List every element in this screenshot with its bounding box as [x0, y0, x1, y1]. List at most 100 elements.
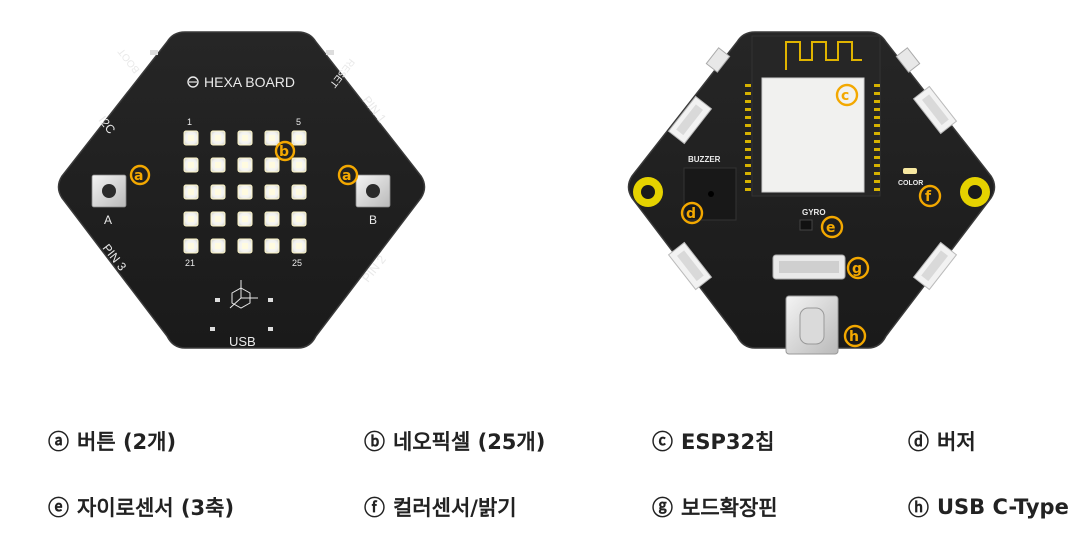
- mount-hole-right: [960, 177, 990, 207]
- small-switch-right[interactable]: [895, 47, 921, 73]
- led-number-1: 1: [187, 117, 192, 127]
- jst-connector-top-right[interactable]: [912, 85, 958, 135]
- svg-text:d: d: [686, 206, 696, 222]
- gyro-label: GYRO: [802, 208, 826, 217]
- neopixel-led-core: [242, 243, 248, 249]
- esp32-pin: [874, 124, 880, 127]
- neopixel-led-core: [296, 189, 302, 195]
- neopixel-led-core: [242, 162, 248, 168]
- neopixel-matrix: [183, 130, 307, 254]
- esp32-pin: [745, 140, 751, 143]
- button-a[interactable]: [91, 174, 127, 208]
- esp32-pin: [874, 188, 880, 191]
- legend-text: 네오픽셀 (25개): [393, 430, 546, 454]
- neopixel-led-core: [269, 243, 275, 249]
- neopixel-led-core: [269, 189, 275, 195]
- legend-badge: ⓑ: [364, 430, 385, 454]
- svg-text:b: b: [279, 144, 289, 160]
- neopixel-led-core: [296, 243, 302, 249]
- esp32-pin: [745, 148, 751, 151]
- esp32-pin: [874, 132, 880, 135]
- marker-f: f: [918, 184, 942, 208]
- neopixel-led-core: [215, 243, 221, 249]
- svg-text:g: g: [852, 261, 862, 277]
- small-switch-left[interactable]: [705, 47, 731, 73]
- jst-connector-bottom-left[interactable]: [667, 241, 713, 291]
- legend-badge: ⓖ: [652, 496, 673, 520]
- svg-text:c: c: [841, 88, 849, 104]
- legend-text: ESP32칩: [681, 430, 775, 454]
- esp32-pin: [874, 156, 880, 159]
- button-b[interactable]: [355, 174, 391, 208]
- marker-c: c: [835, 83, 859, 107]
- reset-switch[interactable]: [326, 50, 334, 55]
- esp32-pin: [874, 148, 880, 151]
- esp32-pin: [745, 180, 751, 183]
- button-b-label: B: [369, 213, 377, 227]
- neopixel-led-core: [188, 189, 194, 195]
- buzzer-label: BUZZER: [688, 155, 721, 164]
- neopixel-led-core: [269, 216, 275, 222]
- esp32-pin: [745, 84, 751, 87]
- jst-connector-bottom-right[interactable]: [912, 241, 958, 291]
- legend-item-esp32: ⓒ ESP32칩: [652, 426, 774, 456]
- boot-switch[interactable]: [150, 50, 158, 55]
- svg-text:e: e: [826, 220, 836, 236]
- legend-item-gyro: ⓔ 자이로센서 (3축): [48, 492, 234, 522]
- neopixel-led-core: [269, 135, 275, 141]
- svg-text:a: a: [134, 168, 143, 184]
- color-sensor: [903, 168, 917, 174]
- marker-b: b: [274, 140, 296, 162]
- svg-text:f: f: [925, 189, 932, 205]
- neopixel-led-core: [188, 243, 194, 249]
- esp32-pin: [745, 164, 751, 167]
- led-number-25: 25: [292, 258, 302, 268]
- legend-badge: ⓗ: [908, 496, 929, 520]
- neopixel-led-core: [188, 162, 194, 168]
- color-label: COLOR: [898, 180, 923, 187]
- legend-item-neopixel: ⓑ 네오픽셀 (25개): [364, 426, 545, 456]
- marker-d: d: [680, 201, 704, 225]
- esp32-pin: [874, 116, 880, 119]
- neopixel-led-core: [215, 162, 221, 168]
- neopixel-led-core: [215, 216, 221, 222]
- esp32-pin: [745, 108, 751, 111]
- legend-badge: ⓔ: [48, 496, 69, 520]
- esp32-pin: [874, 140, 880, 143]
- legend-text: 자이로센서 (3축): [77, 496, 235, 520]
- legend-item-usb-c: ⓗ USB C-Type: [908, 492, 1069, 522]
- hexa-board-logo-icon: [187, 76, 199, 88]
- legend-item-buzzer: ⓓ 버저: [908, 426, 976, 456]
- esp32-pin: [745, 124, 751, 127]
- jst-connector-top-left[interactable]: [667, 95, 713, 145]
- legend-text: 버저: [937, 430, 976, 454]
- back-board: BUZZER GYRO COLOR c d e: [627, 31, 996, 355]
- esp32-pins: [745, 84, 880, 191]
- esp32-pin: [745, 132, 751, 135]
- button-a-label: A: [104, 213, 112, 227]
- legend-badge: ⓒ: [652, 430, 673, 454]
- expansion-pin-header[interactable]: [772, 254, 846, 280]
- esp32-pin: [745, 156, 751, 159]
- neopixel-led-core: [242, 216, 248, 222]
- neopixel-led-core: [188, 135, 194, 141]
- legend-item-buttons: ⓐ 버튼 (2개): [48, 426, 176, 456]
- esp32-pin: [874, 84, 880, 87]
- legend-badge: ⓓ: [908, 430, 929, 454]
- esp32-pin: [745, 188, 751, 191]
- neopixel-led-core: [269, 162, 275, 168]
- esp32-pin: [745, 92, 751, 95]
- marker-e: e: [820, 215, 844, 239]
- legend-badge: ⓐ: [48, 430, 69, 454]
- esp32-pin: [874, 164, 880, 167]
- esp32-pin: [874, 180, 880, 183]
- front-board: HEXA BOARD BOOT RESET I2C PIN 1 PIN 3 PI…: [57, 31, 426, 349]
- led-number-5: 5: [296, 117, 301, 127]
- legend-text: 보드확장핀: [681, 496, 778, 520]
- svg-text:h: h: [849, 329, 859, 345]
- marker-g: g: [846, 256, 870, 280]
- marker-a-right: a: [337, 164, 359, 186]
- usb-c-port[interactable]: [785, 295, 839, 355]
- neopixel-led-core: [296, 216, 302, 222]
- component-legend: ⓐ 버튼 (2개) ⓑ 네오픽셀 (25개) ⓒ ESP32칩 ⓓ 버저 ⓔ 자…: [0, 410, 1074, 540]
